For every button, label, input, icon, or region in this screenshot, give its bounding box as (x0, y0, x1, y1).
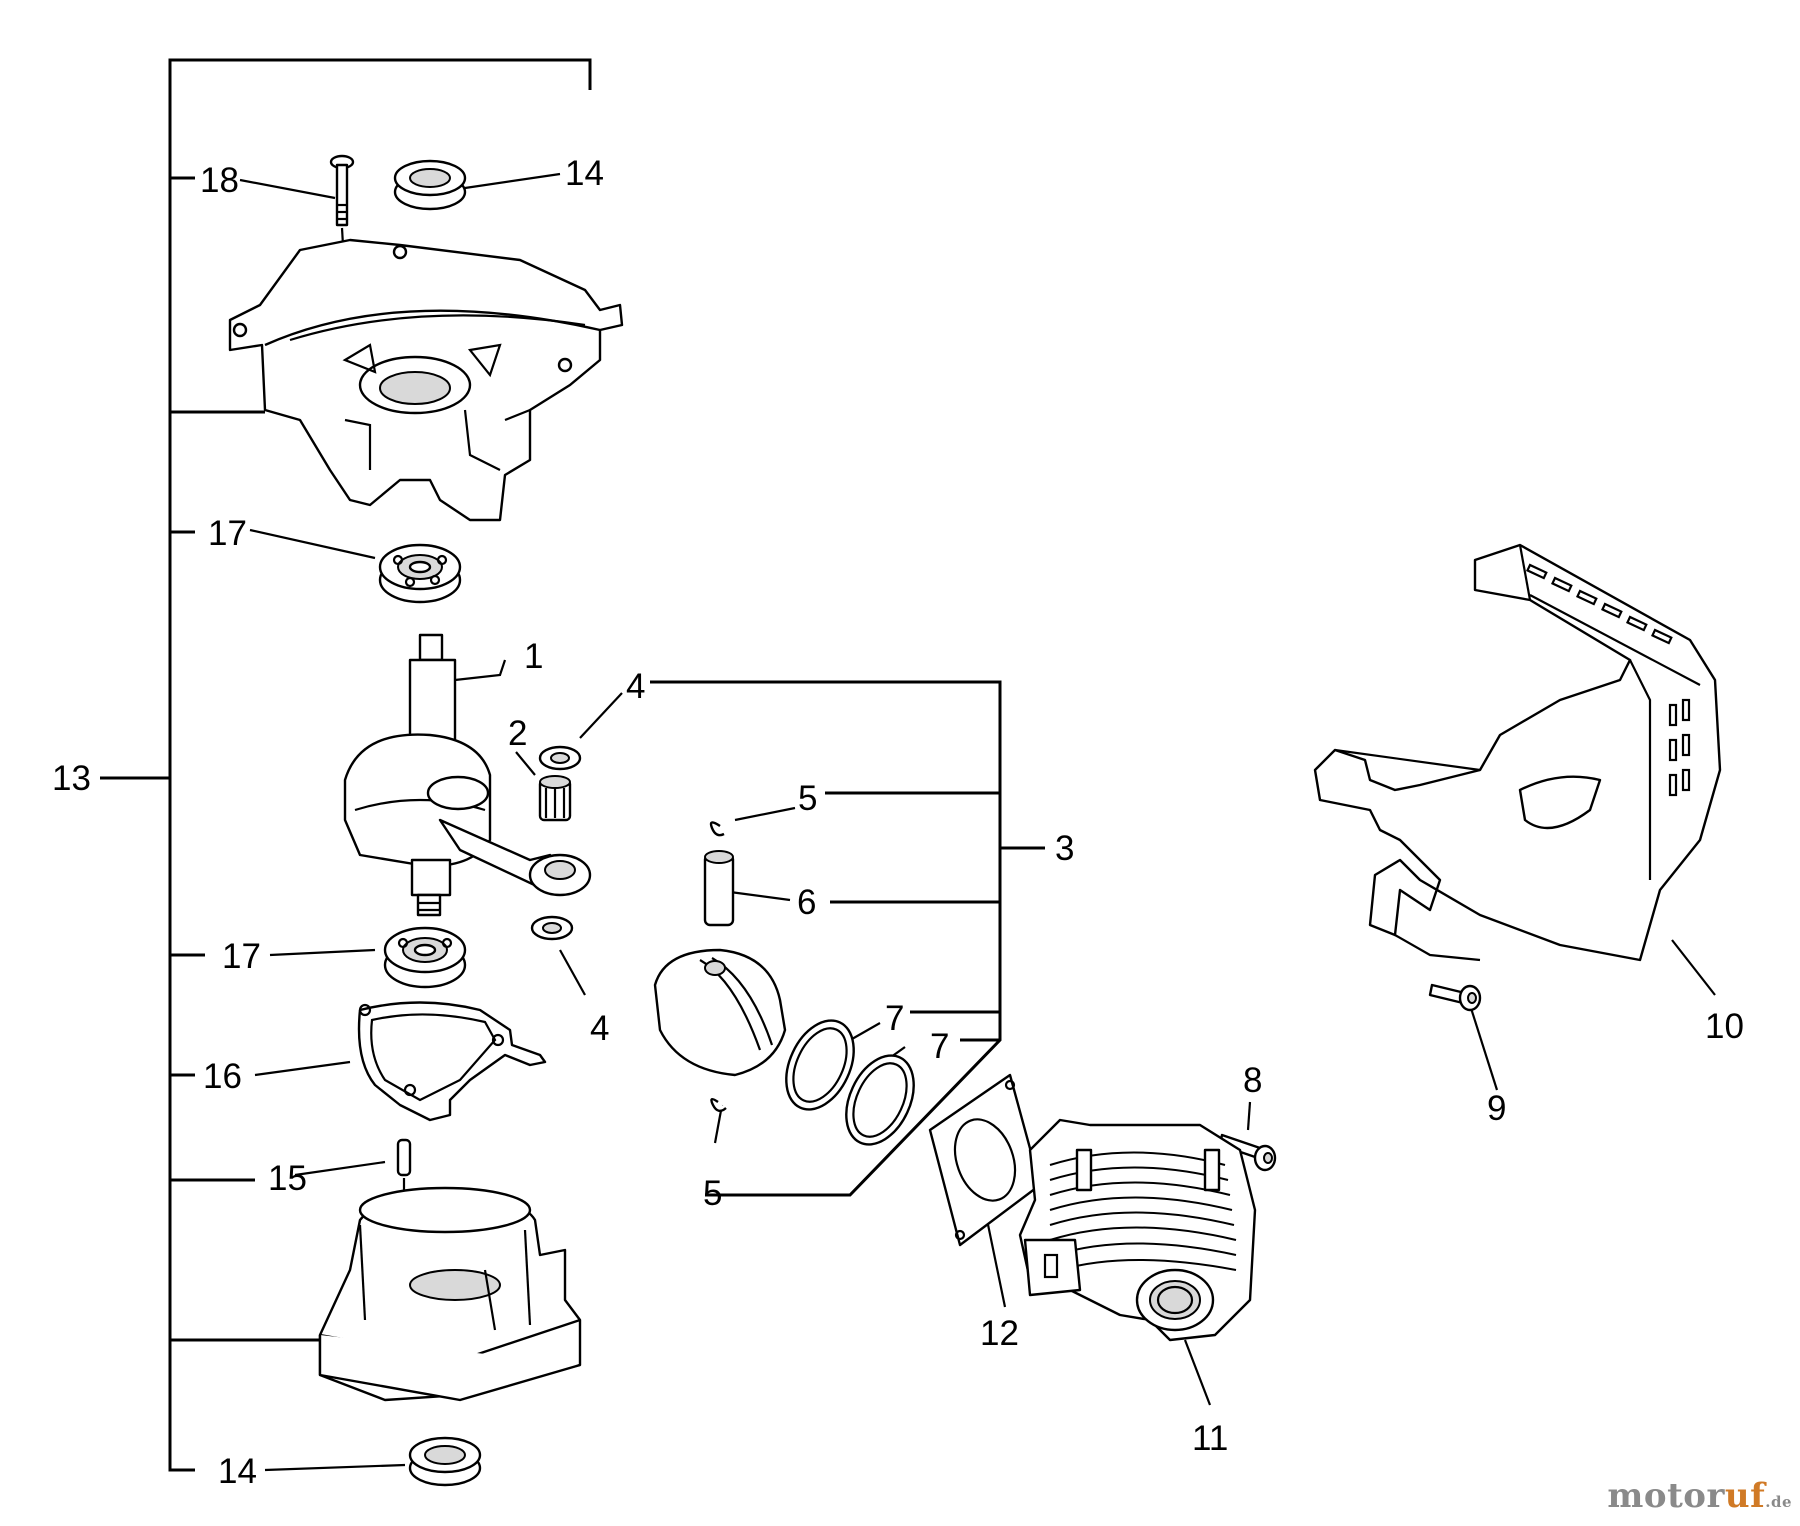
upper-crankcase (228, 238, 624, 522)
callout-1: 1 (524, 637, 543, 676)
callout-14-top: 14 (565, 154, 604, 193)
callout-7-b: 7 (930, 1027, 949, 1066)
assembly-13-bracket (100, 58, 592, 1472)
callout-15: 15 (268, 1159, 307, 1198)
piston-ring-7-b (845, 1054, 915, 1146)
piston-ring-7-a (785, 1019, 855, 1111)
callout-labels: 18 14 17 1 2 4 13 5 3 6 17 4 7 7 16 8 15… (52, 154, 1744, 1491)
callout-18: 18 (200, 161, 239, 200)
oil-seal-14-top (393, 159, 467, 211)
callout-16: 16 (203, 1057, 242, 1096)
gasket-16 (357, 1001, 547, 1122)
callout-4-top: 4 (626, 667, 645, 706)
bearing-17-bottom (383, 926, 467, 989)
callout-9: 9 (1487, 1089, 1506, 1128)
piston (653, 948, 787, 1077)
piston-pin-6 (703, 850, 735, 927)
cylinder-11 (1018, 1118, 1257, 1342)
callout-3: 3 (1055, 829, 1074, 868)
callout-8: 8 (1243, 1061, 1262, 1100)
cover-vent-slots (1526, 563, 1691, 797)
bearing-17-top (378, 543, 462, 604)
circlip-5-bottom (710, 1097, 727, 1113)
cylinder-gasket-12 (928, 1073, 1042, 1247)
washer-4-top (538, 745, 582, 771)
callout-10: 10 (1705, 1007, 1744, 1046)
oil-seal-14-bottom (408, 1436, 482, 1487)
callout-14-bottom: 14 (218, 1452, 257, 1491)
watermark-brand-accent: uf (1724, 1476, 1766, 1516)
callout-4-bottom: 4 (590, 1009, 609, 1048)
crankshaft-1 (343, 633, 592, 917)
needle-bearing-2 (538, 775, 572, 822)
cylinder-cover-10 (1313, 543, 1722, 962)
piston-kit-3-bracket (650, 680, 1045, 1197)
callout-17-top: 17 (208, 514, 247, 553)
callout-17-bottom: 17 (222, 937, 261, 976)
callout-7-a: 7 (885, 999, 904, 1038)
callout-13: 13 (52, 759, 91, 798)
site-watermark-logo: motoruf.de (1607, 1476, 1792, 1516)
callout-5-top: 5 (798, 779, 817, 818)
callout-12: 12 (980, 1314, 1019, 1353)
watermark-brand-main: motor (1607, 1476, 1725, 1516)
screw-9 (1428, 983, 1482, 1012)
washer-4-bottom (530, 915, 574, 941)
callout-5-bottom: 5 (703, 1174, 722, 1213)
callout-6: 6 (797, 883, 816, 922)
circlip-5-top (709, 821, 725, 837)
lower-crankcase (318, 1186, 582, 1402)
callout-11: 11 (1192, 1419, 1228, 1458)
callout-2: 2 (508, 714, 527, 753)
watermark-brand-tld: .de (1765, 1493, 1792, 1511)
